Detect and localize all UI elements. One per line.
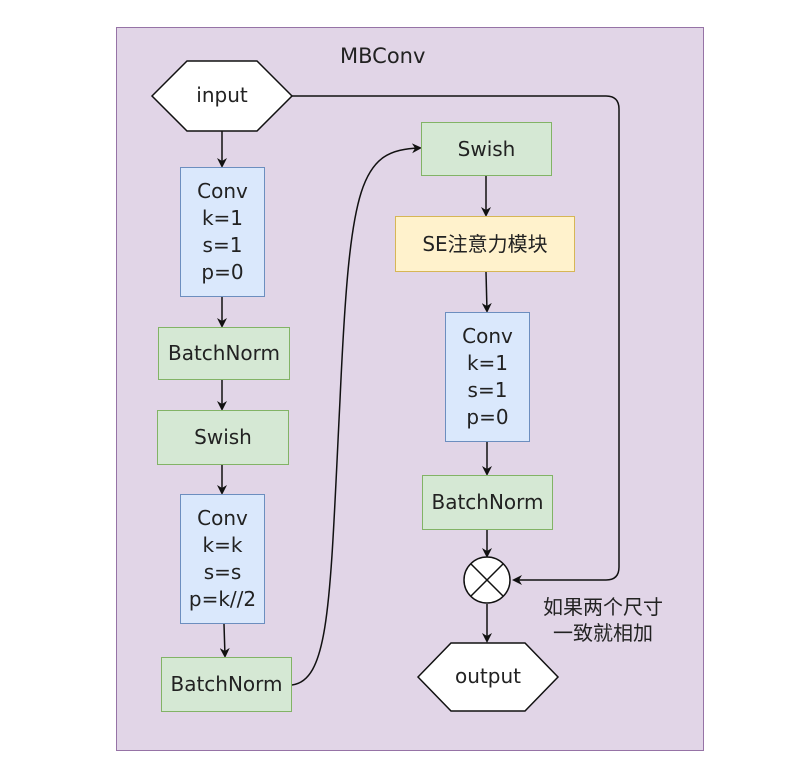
edge-skip-connection	[292, 95, 620, 585]
diagram-title: MBConv	[340, 44, 426, 68]
batchnorm1-block: BatchNorm	[158, 327, 290, 380]
batchnorm1-label: BatchNorm	[167, 341, 281, 365]
conv1-s: s=1	[202, 233, 243, 257]
se-attention-block: SE注意力模块	[395, 216, 575, 272]
add-operator-icon	[463, 556, 511, 604]
batchnorm3-block: BatchNorm	[422, 475, 553, 530]
conv1-p: p=0	[201, 260, 244, 284]
conv3-p: p=0	[466, 405, 509, 429]
conv1-k: k=1	[201, 206, 244, 230]
batchnorm3-label: BatchNorm	[431, 490, 544, 514]
output-hexagon	[416, 642, 560, 712]
conv3-block: Conv k=1 s=1 p=0	[445, 312, 530, 442]
swish1-label: Swish	[194, 425, 252, 449]
conv1-block: Conv k=1 s=1 p=0	[180, 167, 265, 297]
add-note-line2: 一致就相加	[553, 621, 653, 645]
edge-bn2-swish2	[291, 143, 422, 686]
swish2-label: Swish	[457, 136, 516, 161]
add-note: 如果两个尺寸 一致就相加	[528, 594, 678, 646]
conv2-k: k=k	[202, 533, 243, 557]
conv2-block: Conv k=k s=s p=k//2	[180, 494, 265, 624]
batchnorm2-block: BatchNorm	[161, 657, 292, 712]
conv2-p: p=k//2	[188, 587, 257, 611]
edge-conv2-bn2	[219, 623, 230, 658]
conv3-k: k=1	[466, 351, 509, 375]
mbconv-container	[116, 27, 704, 751]
swish1-block: Swish	[157, 410, 289, 465]
add-note-line1: 如果两个尺寸	[543, 595, 663, 619]
conv2-s: s=s	[203, 560, 242, 584]
conv3-name: Conv	[462, 324, 513, 348]
conv2-name: Conv	[197, 506, 248, 530]
edge-se-conv3	[481, 271, 492, 313]
swish2-block: Swish	[421, 122, 552, 176]
batchnorm2-label: BatchNorm	[170, 672, 283, 696]
conv3-s: s=1	[467, 378, 508, 402]
se-attention-label: SE注意力模块	[422, 231, 548, 256]
conv1-name: Conv	[197, 179, 248, 203]
input-label: input	[196, 83, 248, 107]
output-label: output	[455, 664, 521, 688]
